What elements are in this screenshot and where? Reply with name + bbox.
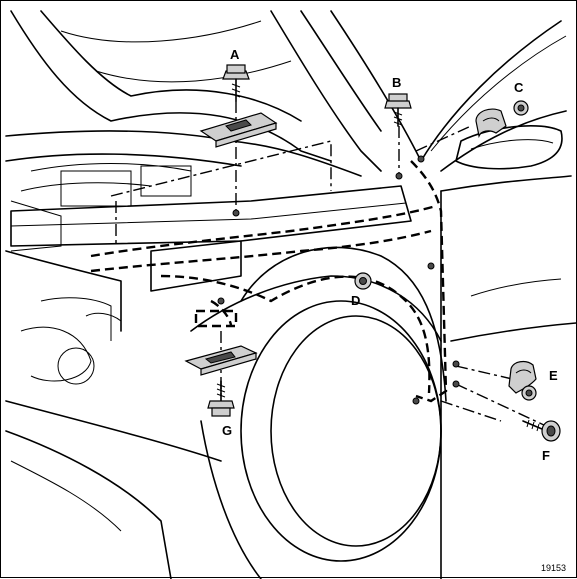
label-g: G: [222, 423, 233, 438]
upper-bracket: [199, 112, 278, 148]
door-mirror: [455, 125, 563, 170]
part-c-clip: [475, 100, 529, 139]
label-c: C: [514, 80, 524, 95]
front-bumper: [5, 400, 222, 579]
label-a: A: [230, 47, 240, 62]
part-d-nut: [354, 272, 372, 290]
part-e-clip: [508, 360, 537, 401]
scuttle-panel: [10, 185, 412, 292]
wing-panel-dashed: [90, 160, 448, 403]
part-a-bolt: [222, 64, 250, 102]
hood: [10, 10, 382, 172]
lower-bracket: [184, 345, 258, 376]
part-g-bolt: [207, 380, 235, 417]
part-b-bolt: [384, 93, 412, 127]
part-f-bolt: [522, 419, 561, 442]
wing-outline: [190, 275, 442, 579]
windshield-pillar: [330, 10, 567, 172]
label-e: E: [549, 368, 558, 383]
engine-bay: [5, 130, 362, 385]
label-d: D: [351, 293, 361, 308]
fixing-points: [217, 155, 460, 405]
label-b: B: [392, 75, 402, 90]
label-f: F: [542, 448, 550, 463]
reference-number: 19153: [541, 563, 567, 573]
